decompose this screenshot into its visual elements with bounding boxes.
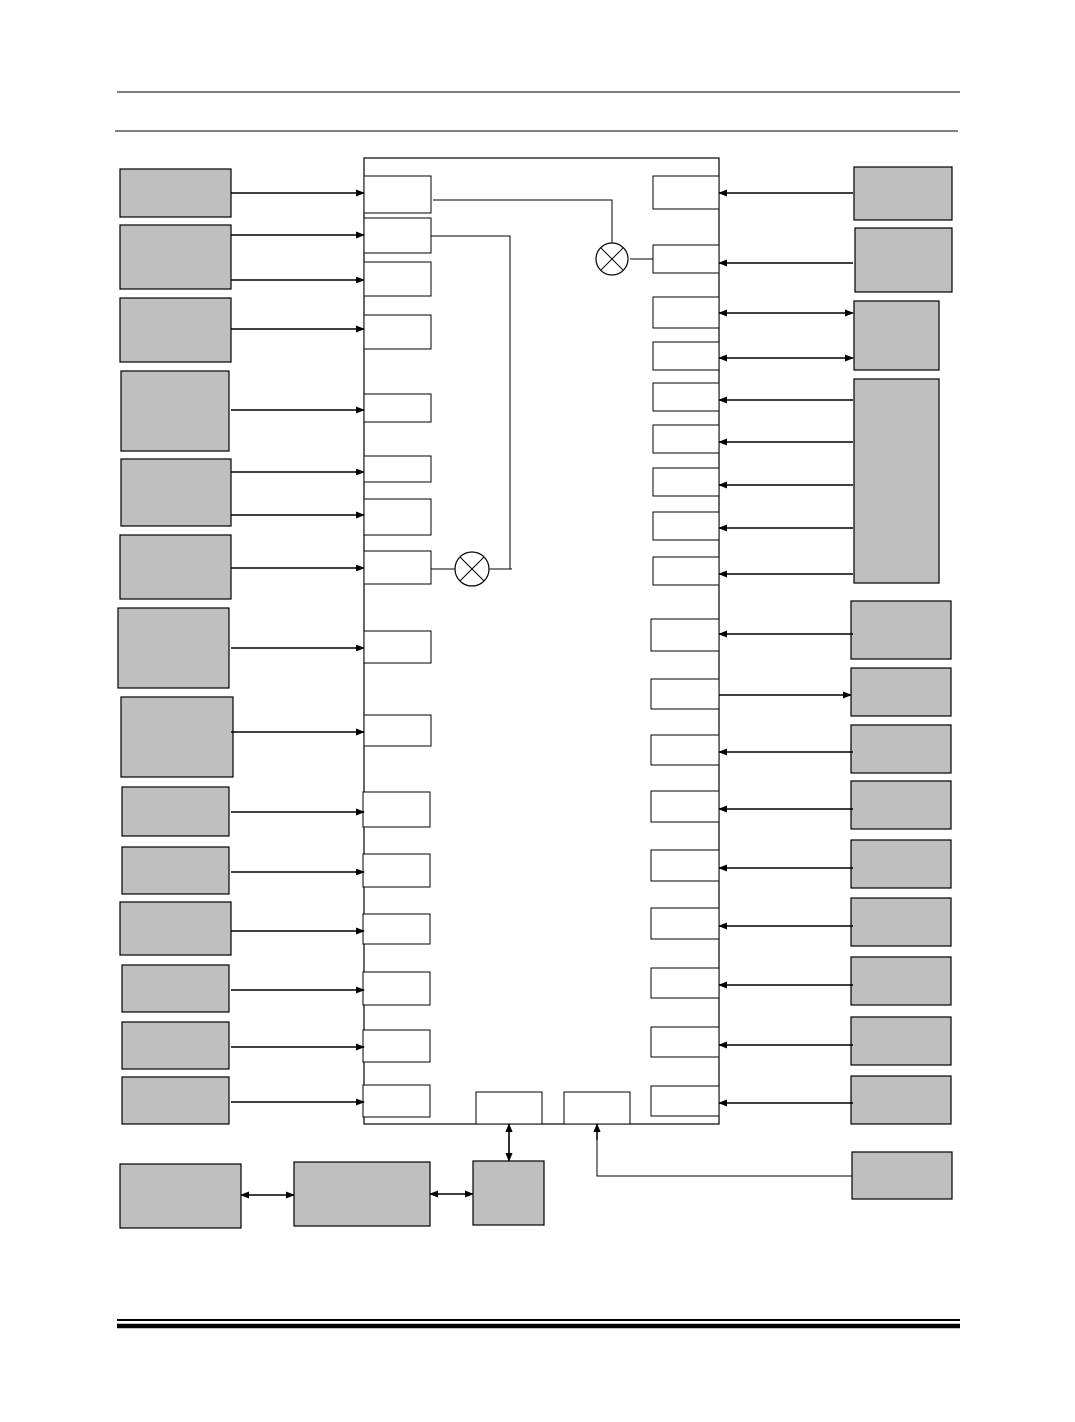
right-pin-3 xyxy=(652,296,720,329)
left-block-l6 xyxy=(119,534,232,600)
bottom-pin-1 xyxy=(475,1091,543,1125)
left-block-l3 xyxy=(119,297,232,363)
right-block-r10 xyxy=(850,897,952,947)
bottom-right-block xyxy=(851,1151,953,1200)
right-block-r3 xyxy=(853,300,940,371)
right-pin-10 xyxy=(650,618,720,652)
right-block-r6 xyxy=(850,667,952,717)
left-pin-15 xyxy=(362,1029,431,1063)
right-block-r11 xyxy=(850,956,952,1006)
left-pin-13 xyxy=(362,913,431,945)
left-pin-9 xyxy=(363,630,432,664)
internal-wire-top xyxy=(433,199,613,243)
right-block-r12 xyxy=(850,1016,952,1066)
bottom-feed-line xyxy=(596,1124,852,1177)
right-block-r4 xyxy=(853,378,940,584)
left-pin-14 xyxy=(362,971,431,1006)
left-pin-5 xyxy=(363,393,432,423)
left-pin-1 xyxy=(363,175,432,214)
mixer-icon-cross-b xyxy=(459,556,485,582)
left-block-l7 xyxy=(117,607,230,689)
right-pin-2 xyxy=(652,244,720,274)
right-block-r7 xyxy=(850,724,952,774)
left-block-l14 xyxy=(121,1076,230,1125)
right-block-r2 xyxy=(854,227,953,293)
right-pin-5 xyxy=(652,382,720,412)
left-pin-2 xyxy=(363,217,432,254)
left-pin-12 xyxy=(362,853,431,888)
left-pin-8 xyxy=(363,550,432,585)
left-block-l8 xyxy=(120,696,234,778)
left-block-l2 xyxy=(119,224,232,290)
right-pin-17 xyxy=(650,1026,720,1058)
left-block-l10 xyxy=(121,846,230,895)
right-pin-9 xyxy=(652,556,720,586)
right-pin-15 xyxy=(650,907,720,940)
mixer-icon-cross-b xyxy=(600,247,624,271)
left-pin-10 xyxy=(363,714,432,747)
bottom-block-b1 xyxy=(119,1163,242,1229)
left-pin-16 xyxy=(362,1084,431,1118)
right-pin-11 xyxy=(650,678,720,710)
right-pin-13 xyxy=(650,790,720,823)
left-pin-6 xyxy=(363,455,432,483)
left-pin-11 xyxy=(362,791,431,828)
right-pin-16 xyxy=(650,967,720,999)
left-block-l1 xyxy=(119,168,232,218)
bottom-block-b3 xyxy=(472,1160,545,1226)
left-block-l4 xyxy=(120,370,230,452)
bottom-pin-2 xyxy=(563,1091,631,1125)
right-pin-1 xyxy=(652,175,720,210)
right-block-r9 xyxy=(850,839,952,889)
left-block-l5 xyxy=(120,458,232,527)
right-pin-18 xyxy=(650,1085,720,1117)
right-block-r8 xyxy=(850,780,952,830)
internal-wire-left xyxy=(431,235,511,569)
left-block-l11 xyxy=(119,901,232,956)
right-pin-6 xyxy=(652,424,720,454)
right-block-r1 xyxy=(853,166,953,221)
right-pin-8 xyxy=(652,511,720,541)
right-pin-4 xyxy=(652,341,720,371)
bottom-block-b2 xyxy=(293,1161,431,1227)
left-block-l12 xyxy=(121,964,230,1013)
left-pin-4 xyxy=(363,314,432,350)
right-pin-7 xyxy=(652,467,720,497)
right-block-r5 xyxy=(850,600,952,660)
right-pin-12 xyxy=(650,734,720,766)
left-pin-7 xyxy=(363,498,432,536)
left-pin-3 xyxy=(363,261,432,297)
left-block-l9 xyxy=(121,786,230,837)
left-block-l13 xyxy=(121,1021,230,1070)
right-block-r13 xyxy=(850,1075,952,1125)
right-pin-14 xyxy=(650,849,720,882)
